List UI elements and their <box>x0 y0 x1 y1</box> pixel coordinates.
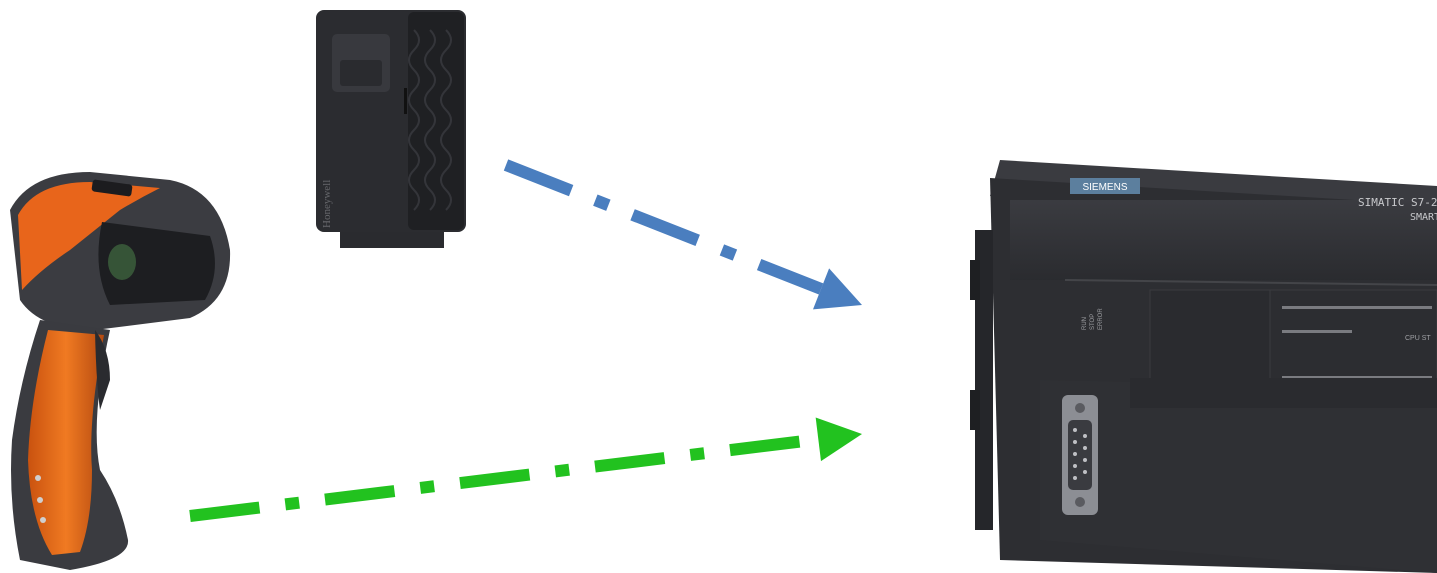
arrow-fixed-scanner-to-plc <box>506 165 862 309</box>
model-line1: SIMATIC S7-200 <box>1358 196 1437 209</box>
arrow-handheld-scanner-to-plc <box>190 417 862 516</box>
led-error: ERROR <box>1098 308 1104 330</box>
arrow-line <box>190 439 818 516</box>
siemens-plc: SIEMENS SIMATIC S7-200 SMART CPU ST RUN … <box>970 160 1437 573</box>
arrow-head <box>816 417 862 461</box>
scanner-mount-base <box>340 232 444 248</box>
led-stop: STOP <box>1090 314 1096 330</box>
fixed-scanner: Honeywell <box>316 10 466 248</box>
connections-layer <box>190 165 862 516</box>
honeywell-logo: Honeywell <box>321 180 333 228</box>
led-run: RUN <box>1082 317 1088 330</box>
model-line2: SMART <box>1410 212 1437 223</box>
db9-serial-port <box>1062 395 1098 515</box>
arrow-line <box>506 165 821 289</box>
siemens-badge-text: SIEMENS <box>1082 182 1127 193</box>
cpu-label: CPU ST <box>1405 335 1431 342</box>
